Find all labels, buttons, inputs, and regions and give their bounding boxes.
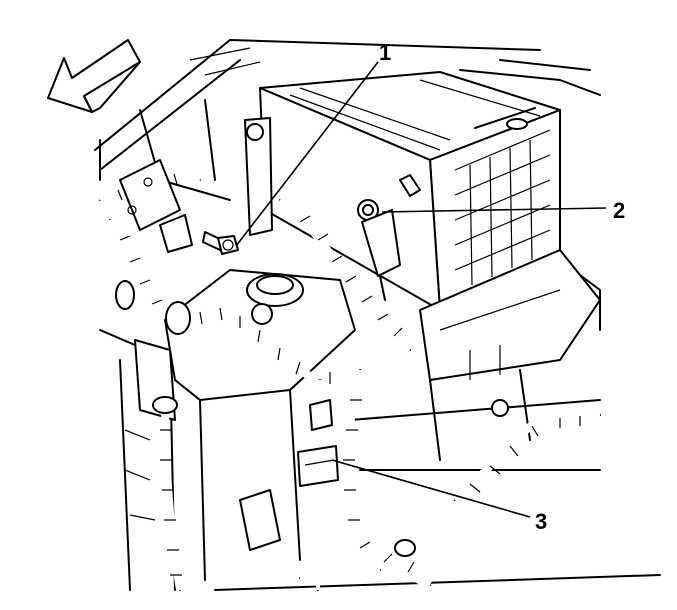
battery-cooling-grid (454, 129, 551, 286)
callout-2-leader (381, 207, 607, 213)
callout-3-label: 3 (535, 509, 547, 534)
callout-1-leader (235, 61, 379, 247)
callout-leaders (235, 61, 607, 518)
harness-connector (297, 399, 339, 487)
bracket-bolt (202, 231, 239, 255)
callout-3-leader (331, 459, 531, 518)
body-panels (94, 39, 601, 331)
junction-bracket (119, 159, 193, 253)
callout-2-label: 2 (613, 198, 625, 223)
callout-1-label: 1 (379, 40, 391, 65)
battery-terminal (357, 199, 401, 301)
forward-arrow-icon (47, 39, 141, 113)
wiring-harness (97, 166, 601, 591)
